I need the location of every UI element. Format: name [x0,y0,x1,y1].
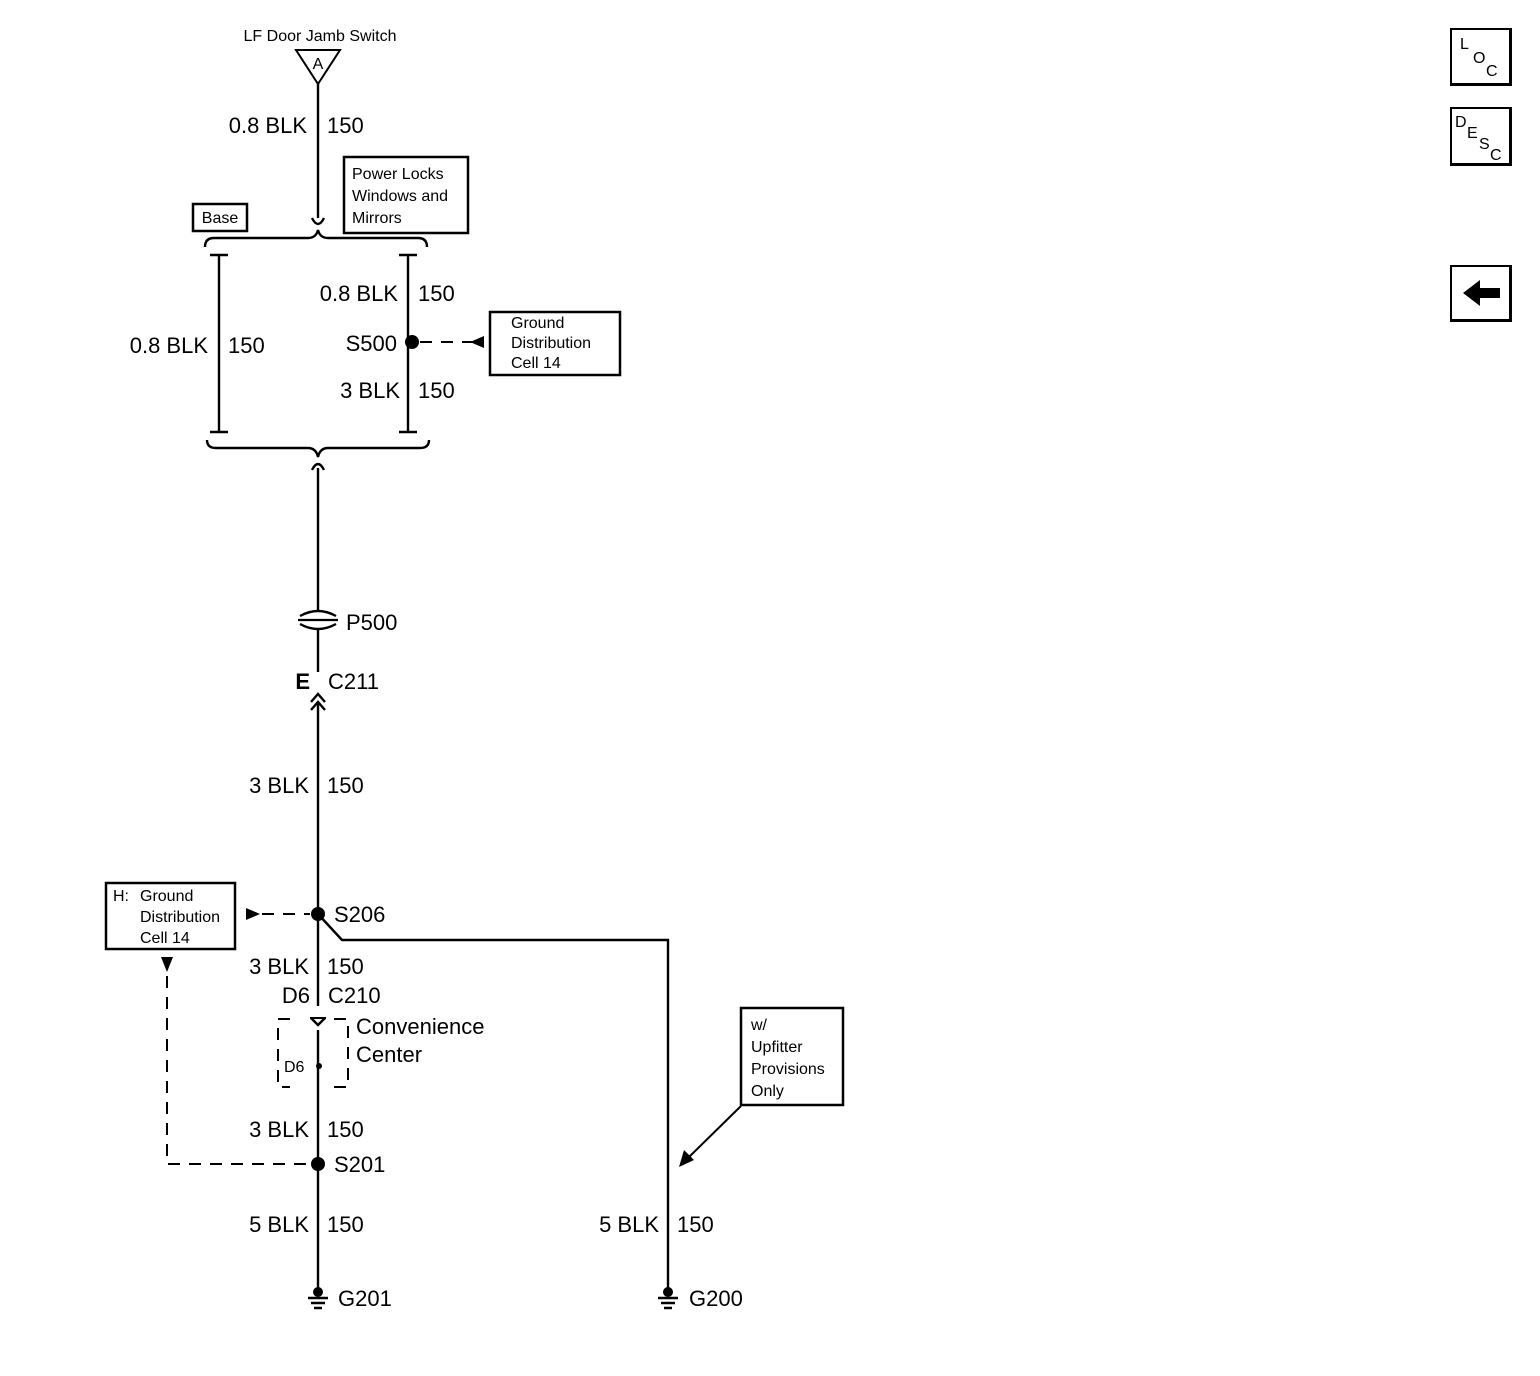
desc-letter-d: D [1455,114,1467,131]
ground-g201-label: G201 [338,1286,392,1311]
wire-conv-gauge: 3 BLK [249,1117,309,1142]
wire-conv-label: 3 BLK 150 [249,1117,364,1142]
c211-pin: E [295,669,310,694]
lf-door-jamb-switch-pin: A [313,56,324,73]
loc-button[interactable]: L O C [1450,28,1512,86]
connector-triangle [294,49,342,86]
upfitter-line-4: Only [751,1083,784,1100]
loc-letter-l: L [1460,36,1469,53]
wire-g200-label: 5 BLK 150 [599,1212,714,1237]
wire-s206-label: 3 BLK 150 [249,954,364,979]
wire-top-gauge: 0.8 BLK [229,113,308,138]
convenience-center: Convenience Center D6 [277,1014,484,1088]
gd-right-line-1: Ground [511,315,564,332]
wire-top-label: 0.8 BLK 150 [229,113,364,138]
power-locks-line-1: Power Locks [352,166,444,183]
wire-top-circuit: 150 [327,113,364,138]
wire-g200-circuit: 150 [677,1212,714,1237]
wire-c211-circuit: 150 [327,773,364,798]
wire-g201-gauge: 5 BLK [249,1212,309,1237]
power-locks-line-3: Mirrors [352,210,402,227]
power-locks-option-box: Power Locks Windows and Mirrors [342,155,470,235]
c211-connector: E C211 [295,669,379,711]
wire-pl-lower-label: 3 BLK 150 [340,378,455,403]
ground-distribution-ref-left[interactable]: H: Ground Distribution Cell 14 [104,881,237,951]
arrow-icon [679,1150,694,1167]
p500-connector: P500 [298,609,397,635]
splice-s500-label: S500 [346,331,397,356]
gd-left-line-3: Cell 14 [140,930,190,947]
wire-s206-g200 [317,913,670,1288]
wire-conv-circuit: 150 [327,1117,364,1142]
arrow-icon [246,908,260,920]
wire-pl-lower-circuit: 150 [418,378,455,403]
convenience-center-pin: D6 [284,1059,305,1076]
option-brace-top [203,229,429,248]
wire-base-branch [210,253,228,434]
ground-distribution-ref-right[interactable]: Ground Distribution Cell 14 [488,310,622,377]
c210-label: C210 [328,983,381,1008]
loc-letter-c: C [1486,63,1498,80]
wire-base-circuit: 150 [228,333,265,358]
back-arrow-icon [1463,280,1500,306]
wire-g200-gauge: 5 BLK [599,1212,659,1237]
convenience-center-line-1: Convenience [356,1014,484,1039]
upfitter-line-3: Provisions [751,1061,825,1078]
upfitter-pointer [687,1105,742,1159]
ground-g200: G200 [658,1286,743,1311]
desc-letter-s: S [1479,136,1490,153]
base-option-label: Base [202,210,239,227]
wire-pl-upper-circuit: 150 [418,281,455,306]
upfitter-line-2: Upfitter [751,1039,803,1056]
wire-top-end [310,217,326,226]
base-option-box: Base [191,202,249,233]
splice-s206-label: S206 [334,902,385,927]
option-brace-bottom [205,439,431,458]
desc-letter-e: E [1467,125,1478,142]
p500-label: P500 [346,610,397,635]
wire-pl-lower-gauge: 3 BLK [340,378,400,403]
upfitter-line-1: w/ [750,1017,768,1034]
desc-letter-c: C [1490,147,1502,164]
arrow-icon [161,957,173,972]
loc-letter-o: O [1473,50,1485,67]
back-button[interactable] [1450,265,1512,322]
splice-s500-dot [405,335,419,349]
lf-door-jamb-switch: LF Door Jamb Switch A [244,28,397,86]
wire-s206-circuit: 150 [327,954,364,979]
gd-right-line-2: Distribution [511,335,591,352]
wire-resume-cap [310,462,326,471]
c210-pin: D6 [282,983,310,1008]
wire-c211-label: 3 BLK 150 [249,773,364,798]
wire-pl-upper-gauge: 0.8 BLK [320,281,399,306]
power-locks-line-2: Windows and [352,188,448,205]
wire-s206-gauge: 3 BLK [249,954,309,979]
wire-g201-label: 5 BLK 150 [249,1212,364,1237]
wire-c211-gauge: 3 BLK [249,773,309,798]
splice-s201-label: S201 [334,1152,385,1177]
convenience-center-line-2: Center [356,1042,422,1067]
s201-reference-line [166,976,310,1165]
gd-left-line-2: Distribution [140,909,220,926]
gd-right-line-3: Cell 14 [511,355,561,372]
arrow-icon [470,336,484,348]
wire-base-label: 0.8 BLK 150 [130,333,265,358]
ground-g201: G201 [308,1286,392,1311]
desc-button[interactable]: D E S C [1450,107,1512,166]
c211-label: C211 [328,669,379,694]
ground-g200-label: G200 [689,1286,743,1311]
wire-g201-circuit: 150 [327,1212,364,1237]
upfitter-option-box: w/ Upfitter Provisions Only [739,1006,845,1107]
wire-pl-upper-label: 0.8 BLK 150 [320,281,455,306]
gd-left-prefix: H: [113,888,129,905]
gd-left-line-1: Ground [140,888,193,905]
c210-connector: D6 C210 [282,983,381,1027]
lf-door-jamb-switch-label: LF Door Jamb Switch [244,28,397,45]
wire-base-gauge: 0.8 BLK [130,333,209,358]
